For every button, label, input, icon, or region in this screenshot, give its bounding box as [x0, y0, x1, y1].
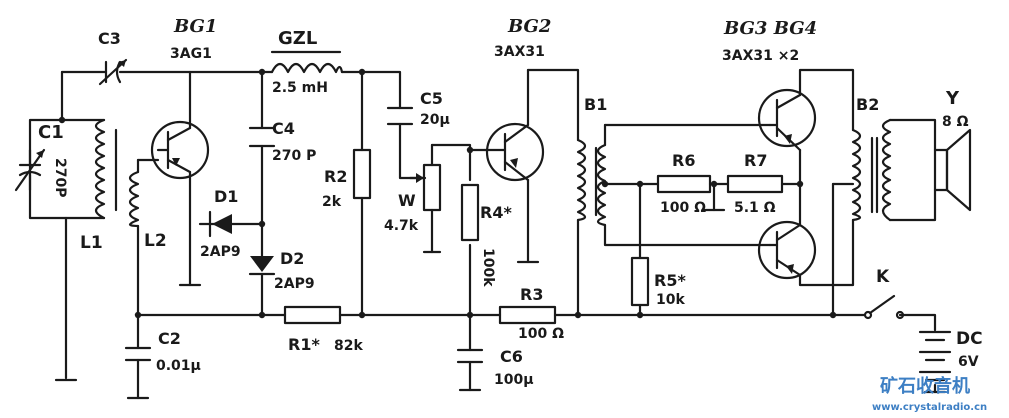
label-r6-val: 100 Ω [660, 200, 706, 216]
label-c6: C6 [500, 347, 523, 366]
label-l1: L1 [80, 233, 103, 253]
speaker-y [933, 128, 972, 212]
label-c4-val: 270 P [272, 148, 316, 164]
label-c2: C2 [158, 329, 181, 348]
transistor-bg1 [150, 120, 210, 180]
label-gzl-val: 2.5 mH [272, 80, 328, 96]
label-c6-val: 100μ [494, 372, 534, 388]
capacitor-c2 [124, 346, 152, 362]
labels: C3 BG1 3AG1 GZL 2.5 mH BG2 3AX31 BG3 BG4… [38, 16, 983, 388]
label-c1: C1 [38, 122, 64, 143]
label-d1: D1 [214, 187, 238, 206]
transistor-bg2 [483, 122, 545, 182]
label-r3: R3 [520, 285, 543, 304]
transistor-bg4 [757, 220, 817, 280]
label-r2-val: 2k [322, 194, 342, 210]
label-r5-val: 10k [656, 292, 685, 308]
transformer-b1 [576, 138, 607, 227]
label-w-val: 4.7k [384, 218, 419, 234]
resistor-r3 [498, 305, 557, 325]
label-d1-type: 2AP9 [200, 244, 241, 260]
label-k: K [876, 267, 890, 287]
inductor-gzl [270, 50, 344, 74]
capacitor-c1 [14, 148, 46, 192]
label-r1: R1* [288, 335, 320, 354]
label-d2-type: 2AP9 [274, 276, 315, 292]
label-bg34: BG3 BG4 [723, 18, 817, 39]
watermark-title: 矿石收音机 [880, 375, 970, 397]
label-l2: L2 [144, 231, 167, 251]
resistor-r4 [460, 183, 480, 242]
label-r3-val: 100 Ω [518, 326, 564, 342]
resistor-r2 [352, 148, 372, 200]
label-r6: R6 [672, 151, 695, 170]
label-c4: C4 [272, 119, 295, 138]
label-r7: R7 [744, 151, 767, 170]
capacitor-c6 [456, 348, 484, 364]
label-bg2-type: 3AX31 [494, 44, 545, 60]
label-r1-val: 82k [334, 338, 363, 354]
label-r4-val: 100k [480, 248, 496, 287]
label-y: Y [945, 88, 960, 109]
resistor-r1 [283, 305, 342, 325]
label-c1-val: 270P [52, 158, 68, 197]
label-r7-val: 5.1 Ω [734, 200, 776, 216]
label-d2: D2 [280, 249, 304, 268]
transformer-b2 [851, 118, 892, 222]
label-r4: R4* [480, 203, 512, 222]
label-bg2: BG2 [507, 16, 551, 37]
inductor-l2 [128, 170, 140, 228]
watermark: 矿石收音机 www.crystalradio.cn [872, 375, 987, 413]
potentiometer-w [408, 163, 442, 254]
label-bg1-type: 3AG1 [170, 46, 212, 62]
label-y-val: 8 Ω [942, 114, 969, 130]
diode-d1 [208, 210, 232, 238]
label-b1: B1 [584, 95, 607, 114]
label-gzl: GZL [278, 28, 317, 49]
switch-k[interactable] [863, 294, 905, 320]
resistor-r5 [630, 256, 650, 307]
transistor-bg3 [757, 88, 817, 152]
label-r2: R2 [324, 167, 347, 186]
diode-d2 [248, 256, 276, 276]
junctions [58, 68, 837, 319]
capacitor-c3 [98, 58, 128, 86]
label-w: W [398, 191, 416, 210]
label-r5: R5* [654, 271, 686, 290]
label-b2: B2 [856, 95, 879, 114]
label-c3: C3 [98, 29, 121, 48]
ground-symbols [54, 283, 947, 400]
resistor-r7 [726, 174, 784, 194]
capacitor-c5 [386, 106, 414, 126]
label-bg34-type: 3AX31 ×2 [722, 48, 799, 64]
watermark-url: www.crystalradio.cn [872, 402, 987, 413]
label-bg1: BG1 [173, 16, 217, 37]
inductor-l1 [94, 118, 118, 220]
label-c2-val: 0.01μ [156, 358, 201, 374]
label-c5-val: 20μ [420, 112, 450, 128]
resistor-r6 [656, 174, 712, 194]
capacitor-c4 [248, 126, 276, 148]
battery-dc [918, 330, 952, 382]
label-c5: C5 [420, 89, 443, 108]
label-dc: DC [956, 329, 983, 349]
label-dc-val: 6V [958, 354, 979, 370]
